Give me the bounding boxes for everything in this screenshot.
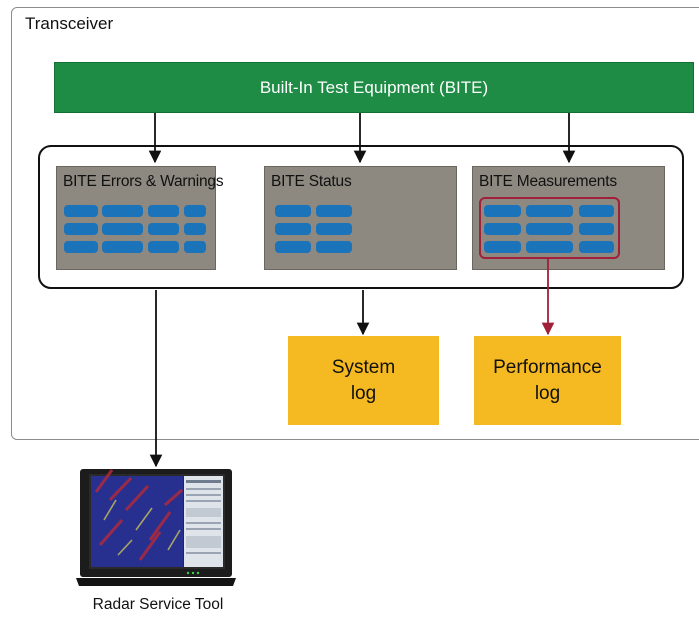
data-cell	[579, 223, 614, 235]
performance-measurements-highlight	[479, 197, 620, 259]
data-cell	[64, 223, 98, 235]
data-cell	[148, 241, 179, 253]
bite-measurements-panel: BITE Measurements	[472, 166, 665, 270]
bite-status-panel: BITE Status	[264, 166, 457, 270]
data-cell	[275, 205, 311, 217]
bite-errors-warnings-panel: BITE Errors & Warnings	[56, 166, 224, 270]
data-cell	[316, 241, 352, 253]
data-cell	[579, 241, 614, 253]
bite-block-label: Built-In Test Equipment (BITE)	[259, 77, 489, 97]
bite-status-title: BITE Status	[271, 173, 352, 190]
system-log-line1: System	[331, 356, 396, 378]
performance-log-box: Performance log	[474, 336, 621, 425]
bite-measurements-title: BITE Measurements	[479, 173, 617, 190]
data-cell	[526, 223, 573, 235]
data-cell	[64, 241, 98, 253]
system-log-line2: log	[350, 382, 377, 404]
system-log-box: System log	[288, 336, 439, 425]
data-cell	[102, 241, 143, 253]
data-cell	[148, 205, 179, 217]
laptop-icon	[76, 469, 236, 586]
data-cell	[64, 205, 98, 217]
performance-log-line1: Performance	[493, 356, 602, 378]
data-cell	[526, 205, 573, 217]
bite-block: Built-In Test Equipment (BITE)	[54, 62, 694, 113]
data-cell	[148, 223, 179, 235]
data-cell	[102, 205, 143, 217]
data-cell	[484, 223, 521, 235]
data-cell	[275, 241, 311, 253]
performance-log-line2: log	[534, 382, 561, 404]
transceiver-label: Transceiver	[25, 14, 114, 33]
data-cell	[579, 205, 614, 217]
data-cell	[184, 205, 206, 217]
data-cell	[484, 241, 521, 253]
data-cell	[275, 223, 311, 235]
data-cell	[102, 223, 143, 235]
data-cell	[184, 223, 206, 235]
data-cell	[526, 241, 573, 253]
data-cell	[184, 241, 206, 253]
bite-errors-warnings-title: BITE Errors & Warnings	[63, 173, 224, 190]
data-cell	[316, 205, 352, 217]
data-cell	[316, 223, 352, 235]
data-cell	[484, 205, 521, 217]
radar-service-tool-caption: Radar Service Tool	[92, 596, 224, 613]
